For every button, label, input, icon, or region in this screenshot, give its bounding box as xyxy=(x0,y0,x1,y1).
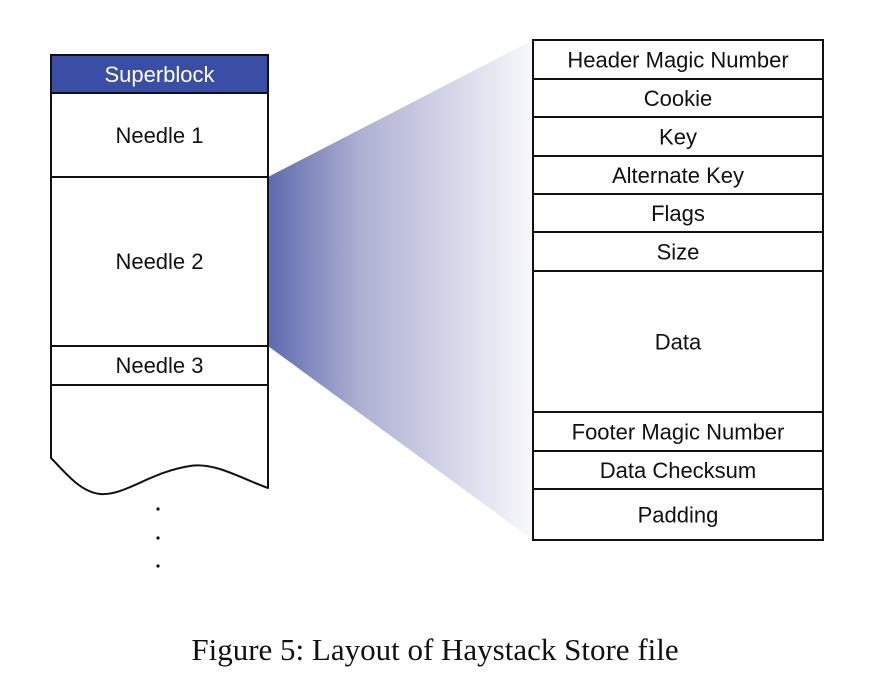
superblock-label: Superblock xyxy=(104,62,215,87)
field-label-key: Key xyxy=(659,125,697,150)
needle-1-cell xyxy=(50,92,269,178)
zoom-wedge xyxy=(268,40,533,540)
field-cell-size xyxy=(532,231,824,272)
field-label-flags: Flags xyxy=(651,201,705,226)
field-label-alternate-key: Alternate Key xyxy=(612,163,744,188)
ellipsis-dot xyxy=(156,536,160,540)
needle-2-label: Needle 2 xyxy=(115,249,203,274)
ellipsis-dot xyxy=(156,564,160,568)
field-label-header-magic-number: Header Magic Number xyxy=(567,48,788,73)
field-label-size: Size xyxy=(657,240,700,265)
ellipsis-dot xyxy=(156,507,160,511)
needle-3-cell xyxy=(50,345,269,386)
field-cell-cookie xyxy=(532,78,824,118)
superblock-cell xyxy=(50,54,269,94)
figure-caption: Figure 5: Layout of Haystack Store file xyxy=(191,632,679,667)
remaining-space-wavy xyxy=(50,384,269,496)
field-cell-alternate-key xyxy=(532,155,824,195)
needle-3-label: Needle 3 xyxy=(115,353,203,378)
needle-2-cell xyxy=(50,176,269,347)
needle-1-label: Needle 1 xyxy=(115,123,203,148)
field-cell-padding xyxy=(532,488,824,541)
field-cell-data xyxy=(532,270,824,413)
store-file: Superblock Needle 1 Needle 2 Needle 3 xyxy=(50,54,269,568)
field-label-cookie: Cookie xyxy=(644,86,712,111)
field-label-padding: Padding xyxy=(638,503,719,528)
field-label-data: Data xyxy=(655,330,702,355)
field-label-data-checksum: Data Checksum xyxy=(600,458,757,483)
field-label-footer-magic-number: Footer Magic Number xyxy=(572,420,785,445)
field-cell-footer-magic-number xyxy=(532,411,824,452)
